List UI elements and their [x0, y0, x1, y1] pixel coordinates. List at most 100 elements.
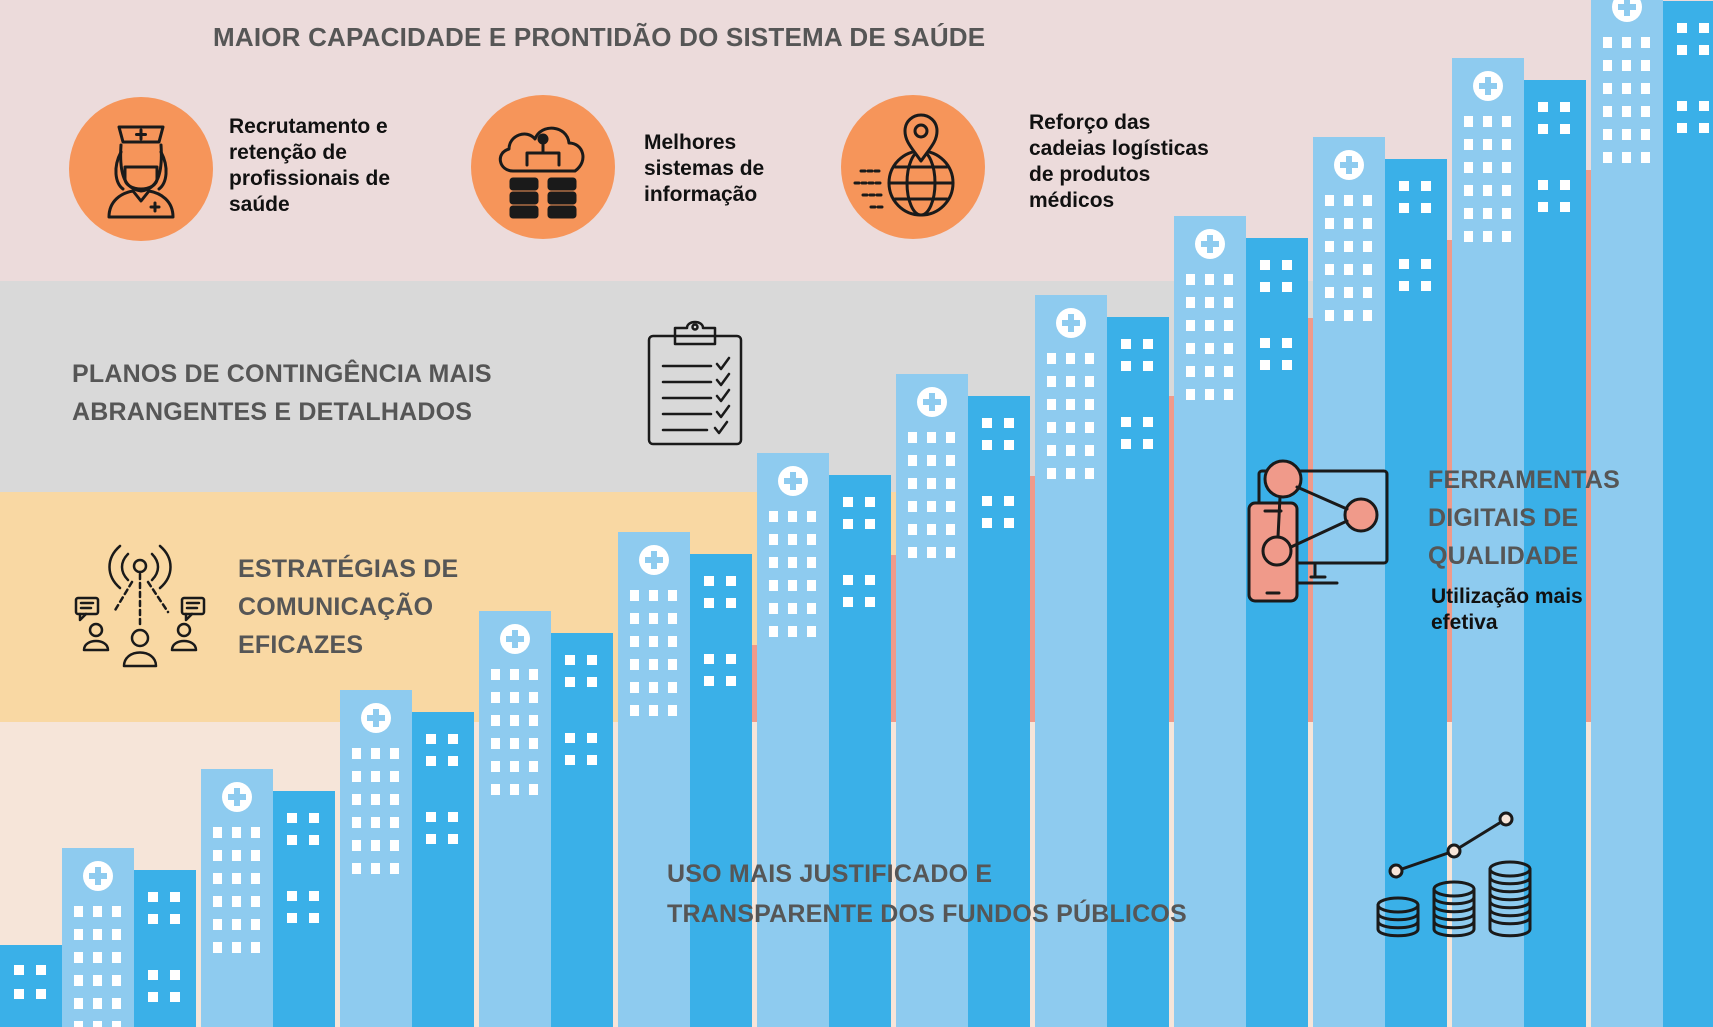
recruitment-line: profissionais de — [229, 167, 391, 190]
hospital-tower — [1591, 0, 1663, 1027]
window — [927, 455, 936, 466]
window — [908, 501, 917, 512]
window — [529, 669, 538, 680]
window — [946, 455, 955, 466]
window — [1363, 310, 1372, 321]
window — [1205, 366, 1214, 377]
window — [649, 636, 658, 647]
window — [352, 840, 361, 851]
window — [1641, 152, 1650, 163]
window — [668, 682, 677, 693]
window — [309, 813, 319, 823]
hospital-wing — [1105, 317, 1169, 1027]
window — [426, 756, 436, 766]
window — [927, 547, 936, 558]
window — [170, 992, 180, 1002]
window — [649, 705, 658, 716]
window — [1143, 439, 1153, 449]
recruitment-line: retenção de — [229, 141, 347, 164]
information-systems-line: sistemas de — [644, 157, 765, 180]
window — [769, 557, 778, 568]
window — [1699, 45, 1709, 55]
window — [1464, 116, 1473, 127]
logistics-text: Reforço das cadeias logísticas de produt… — [1029, 110, 1209, 214]
window — [565, 733, 575, 743]
window — [908, 455, 917, 466]
window — [352, 771, 361, 782]
window — [352, 863, 361, 874]
logistics-line: de produtos — [1029, 163, 1151, 186]
window — [74, 929, 83, 940]
window — [788, 603, 797, 614]
window — [908, 478, 917, 489]
window — [630, 659, 639, 670]
window — [1085, 468, 1094, 479]
hospital-tower — [618, 532, 690, 1027]
nurse-icon-circle — [69, 97, 213, 241]
window — [769, 626, 778, 637]
window — [1066, 468, 1075, 479]
hospital-cross-bar — [645, 557, 663, 563]
window — [170, 914, 180, 924]
communication-line: EFICAZES — [238, 631, 364, 659]
window — [1622, 37, 1631, 48]
window — [1143, 417, 1153, 427]
communication-heading: ESTRATÉGIAS DE COMUNICAÇÃO EFICAZES — [238, 550, 458, 664]
window — [1260, 338, 1270, 348]
window — [1047, 399, 1056, 410]
window — [1344, 218, 1353, 229]
window — [1622, 106, 1631, 117]
hospital-cross-bar — [1340, 162, 1358, 168]
digital-heading: FERRAMENTAS DIGITAIS DE QUALIDADE — [1428, 461, 1620, 575]
window — [668, 613, 677, 624]
window — [946, 547, 955, 558]
window — [426, 812, 436, 822]
window — [1205, 320, 1214, 331]
window — [649, 682, 658, 693]
hospital-wing — [132, 870, 196, 1027]
window — [14, 989, 24, 999]
digital-subtext: Utilização mais efetiva — [1431, 584, 1583, 636]
window — [213, 827, 222, 838]
window — [251, 896, 260, 907]
window — [1699, 101, 1709, 111]
window — [769, 511, 778, 522]
window — [726, 654, 736, 664]
window — [390, 817, 399, 828]
window — [14, 965, 24, 975]
window — [510, 784, 519, 795]
recruitment-line: Recrutamento e — [229, 115, 388, 138]
window — [390, 863, 399, 874]
window — [448, 756, 458, 766]
window — [726, 598, 736, 608]
window — [148, 914, 158, 924]
window — [1066, 399, 1075, 410]
capacity-title: MAIOR CAPACIDADE E PRONTIDÃO DO SISTEMA … — [213, 22, 986, 52]
window — [1603, 83, 1612, 94]
window — [1325, 310, 1334, 321]
window — [1205, 297, 1214, 308]
window — [630, 705, 639, 716]
window — [1399, 181, 1409, 191]
hospital-wing — [0, 945, 62, 1027]
window — [1121, 339, 1131, 349]
window — [1603, 60, 1612, 71]
window — [1205, 343, 1214, 354]
window — [390, 748, 399, 759]
window — [1047, 468, 1056, 479]
window — [232, 873, 241, 884]
hospital-cross-bar — [923, 399, 941, 405]
window — [1677, 23, 1687, 33]
window — [287, 891, 297, 901]
window — [371, 840, 380, 851]
window — [232, 942, 241, 953]
window — [1502, 208, 1511, 219]
logistics-line: médicos — [1029, 189, 1115, 212]
window — [1641, 106, 1650, 117]
window — [1085, 422, 1094, 433]
window — [1085, 445, 1094, 456]
window — [491, 715, 500, 726]
window — [927, 524, 936, 535]
window — [1483, 162, 1492, 173]
window — [1282, 282, 1292, 292]
